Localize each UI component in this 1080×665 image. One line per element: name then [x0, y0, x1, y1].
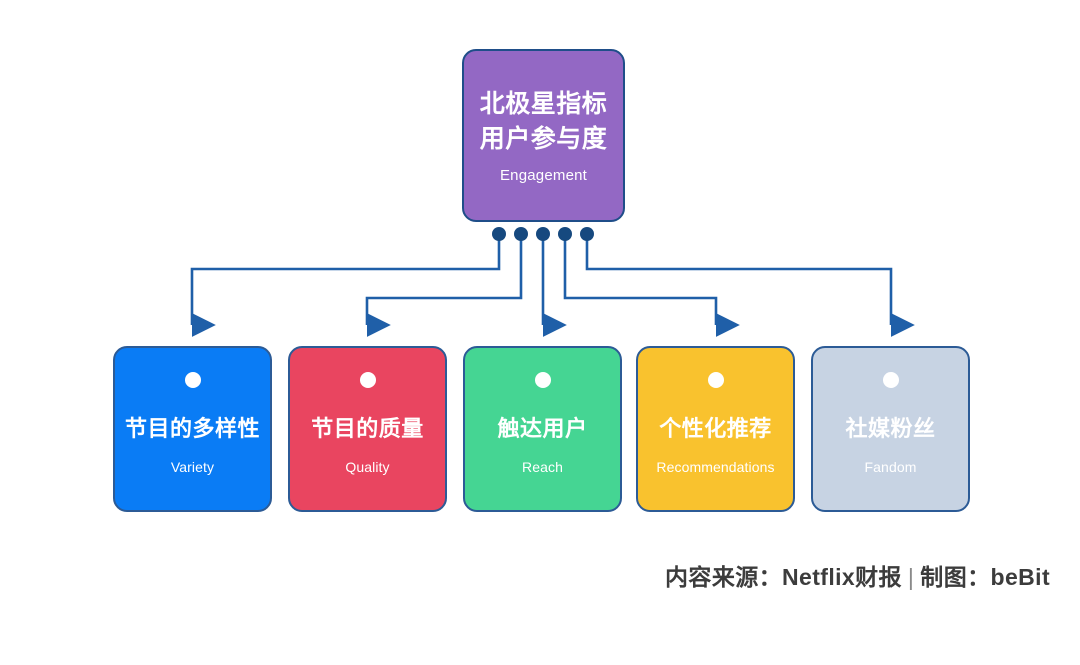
connector-dot-1: [492, 227, 506, 241]
leaf-node-label-cn: 触达用户: [497, 416, 588, 441]
leaf-node-recommendations[interactable]: 个性化推荐 Recommendations: [636, 346, 795, 512]
leaf-node-label-cn: 社媒粉丝: [845, 416, 936, 441]
leaf-node-label-en: Fandom: [864, 459, 917, 476]
footer-caption: 内容来源：Netflix财报|制图：beBit: [0, 558, 1050, 592]
root-node-label-cn-1: 北极星指标: [479, 90, 608, 118]
leaf-node-label-en: Recommendations: [656, 459, 775, 476]
connector-to-variety: [190, 232, 501, 337]
connector-dot-4: [558, 227, 572, 241]
bullet-dot-icon: [184, 372, 201, 388]
footer-source-label: 内容来源：Netflix财报: [665, 564, 902, 590]
leaf-node-label-cn: 节目的多样性: [124, 416, 260, 441]
root-node-engagement[interactable]: 北极星指标 用户参与度 Engagement: [462, 49, 625, 222]
connector-dot-5: [580, 227, 594, 241]
leaf-node-label-cn: 节目的质量: [311, 416, 424, 441]
connector-to-recommendations: [563, 232, 740, 337]
connector-to-quality: [365, 232, 523, 337]
leaf-node-label-en: Variety: [170, 459, 215, 476]
root-node-label-en: Engagement: [499, 167, 588, 184]
footer-separator: |: [907, 564, 915, 590]
leaf-node-fandom[interactable]: 社媒粉丝 Fandom: [811, 346, 970, 512]
connector-dot-2: [514, 227, 528, 241]
root-node-label-cn-2: 用户参与度: [479, 124, 608, 153]
bullet-dot-icon: [707, 372, 724, 388]
bullet-dot-icon: [534, 372, 551, 388]
connector-dot-3: [536, 227, 550, 241]
leaf-node-quality[interactable]: 节目的质量 Quality: [288, 346, 447, 512]
connector-dots: [492, 227, 594, 241]
leaf-node-label-cn: 个性化推荐: [659, 416, 772, 441]
bullet-dot-icon: [882, 372, 899, 388]
leaf-node-variety[interactable]: 节目的多样性 Variety: [113, 346, 272, 512]
bullet-dot-icon: [359, 372, 376, 388]
leaf-node-label-en: Quality: [345, 459, 390, 476]
connector-to-fandom: [585, 232, 915, 337]
leaf-node-label-en: Reach: [522, 459, 563, 476]
footer-credit-label: 制图：beBit: [920, 564, 1050, 590]
leaf-node-reach[interactable]: 触达用户 Reach: [463, 346, 622, 512]
